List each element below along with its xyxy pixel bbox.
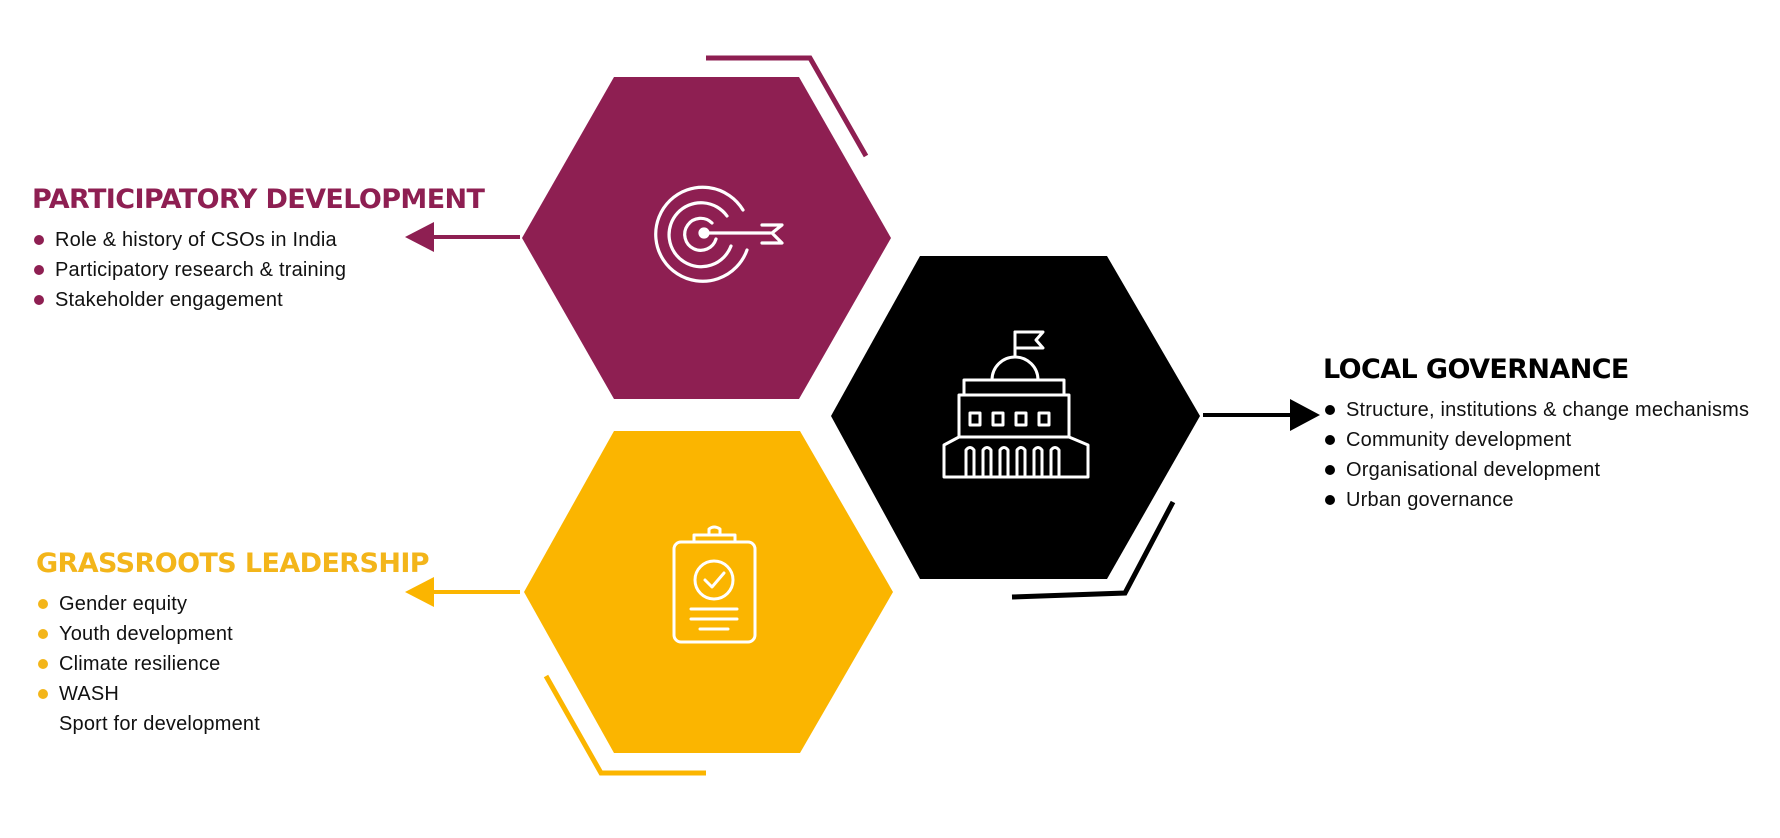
participatory-development-title: PARTICIPATORY DEVELOPMENT	[32, 184, 485, 215]
list-item: Youth development	[36, 619, 429, 649]
participatory-arrow	[405, 222, 520, 252]
list-item: Gender equity	[36, 589, 429, 619]
list-item-label: Community development	[1346, 429, 1572, 451]
list-item-label: Stakeholder engagement	[55, 289, 283, 311]
participatory-accent-line	[706, 55, 869, 158]
list-item-label: WASH	[59, 683, 120, 705]
list-item: Community development	[1323, 425, 1749, 455]
grassroots-accent-line	[543, 674, 706, 776]
list-item: Stakeholder engagement	[32, 285, 484, 315]
governance-accent-line	[1011, 500, 1176, 600]
bullet-dot	[38, 629, 48, 639]
list-item-label: Youth development	[59, 623, 233, 645]
list-item-label: Role & history of CSOs in India	[55, 229, 337, 251]
bullet-dot	[34, 295, 44, 305]
bullet-dot	[1325, 435, 1335, 445]
list-item-label: Sport for development	[59, 713, 260, 735]
list-item-label: Structure, institutions & change mechani…	[1346, 399, 1750, 421]
governance-arrow	[1203, 399, 1320, 431]
list-item: Role & history of CSOs in India	[32, 225, 484, 255]
grassroots-arrow	[405, 577, 520, 607]
list-item: Structure, institutions & change mechani…	[1323, 395, 1749, 425]
list-item-label: Climate resilience	[59, 653, 221, 675]
bullet-dot	[38, 599, 48, 609]
list-item: Sport for development	[36, 709, 429, 739]
list-item-label: Gender equity	[59, 593, 188, 615]
bullet-dot	[34, 235, 44, 245]
local-governance-title: LOCAL GOVERNANCE	[1323, 354, 1629, 385]
local-governance-section: LOCAL GOVERNANCE Structure, institutions…	[1323, 356, 1749, 515]
bullet-dot	[1325, 465, 1335, 475]
bullet-dot	[34, 265, 44, 275]
list-item-label: Participatory research & training	[55, 259, 347, 281]
list-item: Urban governance	[1323, 485, 1749, 515]
grassroots-hexagon	[524, 431, 893, 753]
local-governance-list: Structure, institutions & change mechani…	[1323, 395, 1749, 515]
list-item: Organisational development	[1323, 455, 1749, 485]
list-item-label: Organisational development	[1346, 459, 1601, 481]
bullet-dot	[1325, 405, 1335, 415]
grassroots-leadership-title: GRASSROOTS LEADERSHIP	[36, 548, 430, 579]
bullet-dot	[1325, 495, 1335, 505]
participatory-development-section: PARTICIPATORY DEVELOPMENT Role & history…	[32, 184, 485, 315]
government-building-icon	[942, 330, 1090, 479]
grassroots-leadership-section: GRASSROOTS LEADERSHIP Gender equity Yout…	[36, 548, 430, 739]
list-item: WASH	[36, 679, 429, 709]
list-item: Climate resilience	[36, 649, 429, 679]
participatory-development-list: Role & history of CSOs in India Particip…	[32, 225, 484, 315]
target-icon	[654, 185, 784, 283]
bullet-dot	[38, 689, 48, 699]
clipboard-check-icon	[672, 525, 757, 644]
grassroots-leadership-list: Gender equity Youth development Climate …	[36, 589, 429, 739]
bullet-dot	[38, 659, 48, 669]
list-item: Participatory research & training	[32, 255, 484, 285]
list-item-label: Urban governance	[1346, 489, 1514, 511]
